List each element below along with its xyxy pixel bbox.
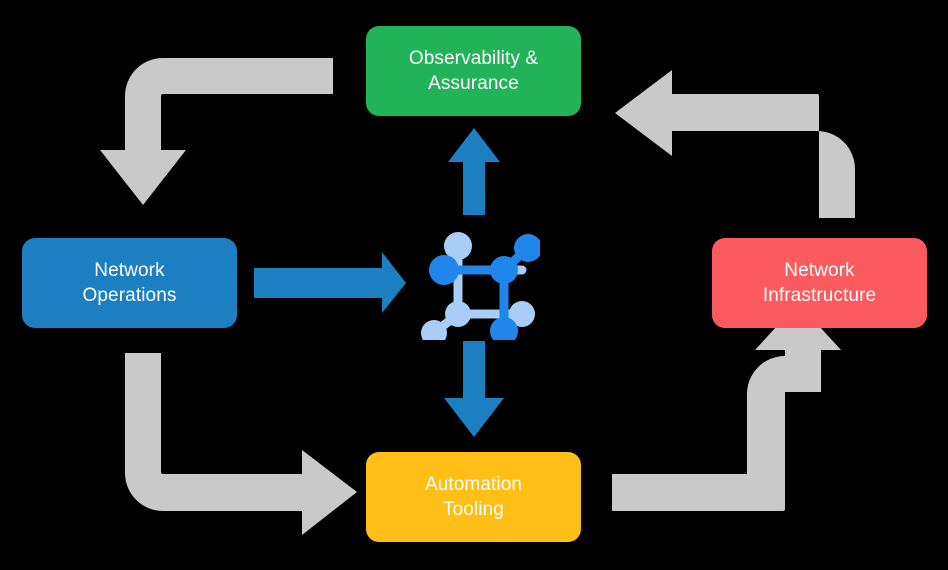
arrow-center-to-observability bbox=[448, 128, 500, 215]
node-label-network-infrastructure: Network Infrastructure bbox=[762, 259, 877, 306]
arrow-netops-to-center bbox=[254, 252, 406, 313]
arrow-observability-to-netops bbox=[100, 58, 333, 205]
network-topology-icon bbox=[421, 232, 540, 340]
node-box-network-infrastructure[interactable]: Network Infrastructure bbox=[712, 238, 927, 328]
node-box-observability[interactable]: Observability & Assurance bbox=[366, 26, 581, 116]
node-label-observability: Observability & Assurance bbox=[408, 47, 539, 94]
topology-dark-nodes bbox=[429, 234, 540, 340]
node-box-automation-tooling[interactable]: Automation Tooling bbox=[366, 452, 581, 542]
arrow-netops-to-automation bbox=[125, 353, 357, 535]
node-label-network-operations: Network Operations bbox=[82, 259, 177, 306]
node-label-automation-tooling: Automation Tooling bbox=[424, 473, 523, 520]
topology-light-nodes bbox=[421, 232, 535, 340]
arrow-netinfra-to-observability bbox=[615, 70, 855, 218]
arrow-center-to-automation bbox=[444, 341, 504, 437]
arrow-automation-to-netinfra bbox=[612, 303, 841, 511]
node-box-network-operations[interactable]: Network Operations bbox=[22, 238, 237, 328]
